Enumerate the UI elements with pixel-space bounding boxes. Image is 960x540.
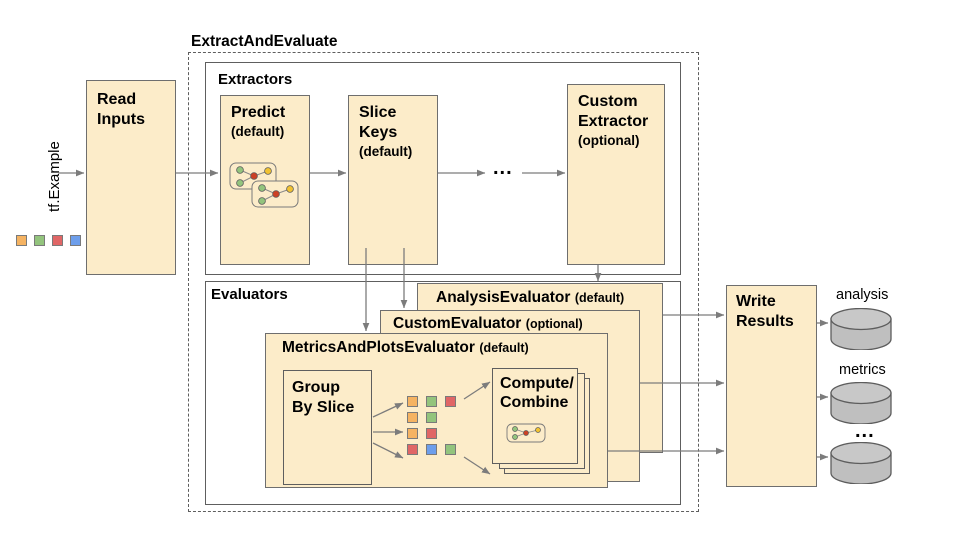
evaluators-section-label: Evaluators xyxy=(211,286,288,303)
read-inputs-box[interactable]: Read Inputs xyxy=(86,80,176,275)
metrics-and-plots-evaluator-name: MetricsAndPlotsEvaluator xyxy=(282,339,475,356)
swatch-orange xyxy=(16,235,27,246)
extract-and-evaluate-group xyxy=(188,52,699,512)
extractors-ellipsis: ... xyxy=(493,157,513,179)
metrics-datastore-icon[interactable] xyxy=(830,382,893,424)
slice-swatch-red xyxy=(445,396,456,407)
extractor-slice-keys-qualifier: (default) xyxy=(359,144,413,159)
write-results-line2: Results xyxy=(736,313,794,330)
extractor-predict-box[interactable]: Predict (default) xyxy=(220,95,310,265)
slice-swatch-blue xyxy=(426,444,437,455)
group-by-slice-box[interactable]: Group By Slice xyxy=(283,370,372,485)
extractor-predict-line1: Predict xyxy=(231,104,286,121)
extractor-slice-keys-line2: Keys xyxy=(359,124,398,141)
slice-swatch-red xyxy=(426,428,437,439)
output-label-metrics: metrics xyxy=(839,362,886,378)
metric-graph-icon xyxy=(506,423,546,443)
slice-swatch-orange xyxy=(407,412,418,423)
group-by-slice-line2: By Slice xyxy=(292,399,355,416)
analysis-evaluator-name: AnalysisEvaluator xyxy=(436,289,571,306)
swatch-blue xyxy=(70,235,81,246)
swatch-red xyxy=(52,235,63,246)
extractors-section-label: Extractors xyxy=(218,71,293,88)
compute-combine-box[interactable]: Compute/ Combine xyxy=(492,368,578,464)
extractor-custom-qualifier: (optional) xyxy=(578,133,640,148)
input-label: tf.Example xyxy=(46,141,63,212)
compute-combine-line1: Compute/ xyxy=(500,375,574,392)
model-graph-icon xyxy=(229,162,299,208)
slice-swatch-green xyxy=(426,412,437,423)
evaluators-section xyxy=(205,281,681,505)
output-label-analysis: analysis xyxy=(836,287,889,303)
slice-swatch-grid xyxy=(407,396,475,458)
extractor-custom-box[interactable]: Custom Extractor (optional) xyxy=(567,84,665,265)
read-inputs-line2: Inputs xyxy=(97,111,145,128)
extractor-custom-line1: Custom xyxy=(578,93,638,110)
custom-evaluator-qualifier: (optional) xyxy=(525,317,583,331)
custom-evaluator-name: CustomEvaluator xyxy=(393,315,522,332)
slice-swatch-orange xyxy=(407,396,418,407)
write-results-box[interactable]: Write Results xyxy=(726,285,817,487)
extractor-custom-line2: Extractor xyxy=(578,113,649,130)
compute-combine-line2: Combine xyxy=(500,394,569,411)
other-datastore-icon[interactable] xyxy=(830,442,893,484)
extract-and-evaluate-title: ExtractAndEvaluate xyxy=(191,33,338,50)
write-results-line1: Write xyxy=(736,293,776,310)
output-label-ellipsis: ... xyxy=(855,420,875,442)
slice-swatch-green xyxy=(445,444,456,455)
metrics-and-plots-evaluator-qualifier: (default) xyxy=(479,341,529,355)
extractors-section xyxy=(205,62,681,275)
analysis-evaluator-qualifier: (default) xyxy=(574,291,625,305)
group-by-slice-line1: Group xyxy=(292,379,340,396)
read-inputs-line1: Read xyxy=(97,91,137,108)
extractor-slice-keys-line1: Slice xyxy=(359,104,397,121)
extractor-predict-qualifier: (default) xyxy=(231,124,285,139)
slice-swatch-green xyxy=(426,396,437,407)
slice-swatch-red xyxy=(407,444,418,455)
slice-swatch-orange xyxy=(407,428,418,439)
analysis-datastore-icon[interactable] xyxy=(830,308,893,350)
extractor-slice-keys-box[interactable]: Slice Keys (default) xyxy=(348,95,438,265)
swatch-green xyxy=(34,235,45,246)
